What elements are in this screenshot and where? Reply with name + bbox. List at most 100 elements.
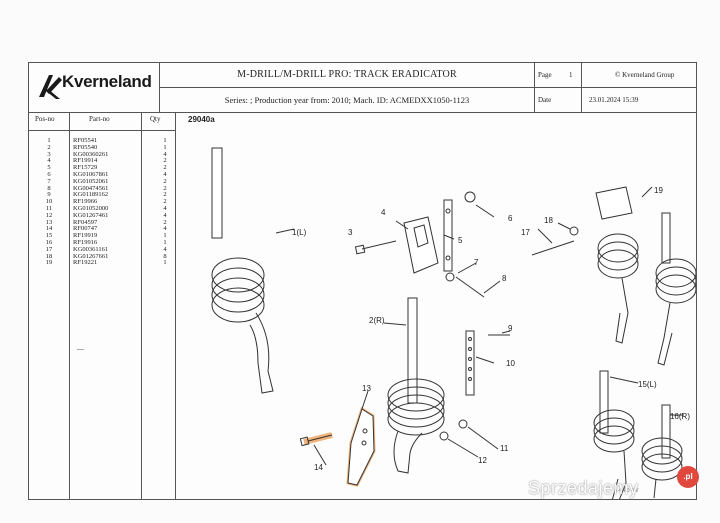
callout-8: 8	[502, 274, 507, 283]
row-pos: 15	[45, 232, 53, 240]
row-part: KG01267661	[73, 252, 109, 260]
row-pos: 14	[45, 225, 53, 233]
row-part: KG01267461	[73, 211, 109, 219]
callout-7: 7	[474, 258, 479, 267]
callout-10: 10	[506, 359, 515, 368]
tine-16-right	[641, 404, 683, 499]
row-part: KG01052000	[73, 205, 109, 212]
col-qty-header: Qty	[150, 115, 161, 123]
row-pos: 8	[47, 184, 51, 192]
row-qty: 4	[163, 205, 167, 212]
kverneland-mark-icon	[39, 75, 62, 99]
row-qty: 4	[163, 150, 167, 158]
row-pos: 18	[45, 252, 53, 260]
row-pos: 1	[47, 137, 51, 144]
row-pos: 5	[47, 164, 51, 172]
row-pos: 9	[47, 191, 51, 199]
row-part: RF00747	[73, 225, 98, 233]
row-qty: 1	[163, 259, 167, 267]
footer-code: A 4 4 0 4 V	[614, 488, 639, 494]
row-qty: 1	[163, 143, 167, 151]
figure-id: 29040a	[188, 115, 215, 124]
series-line: Series: ; Production year from: 2010; Ma…	[160, 88, 535, 112]
date-label: Date	[538, 96, 552, 104]
sheet-header: Kverneland M-DRILL/M-DRILL PRO: TRACK ER…	[29, 63, 696, 113]
tine-left	[211, 147, 274, 394]
watermark-text: Sprzedajemy	[528, 478, 639, 498]
col-pos-header: Pos-no	[35, 115, 55, 123]
row-pos: 19	[45, 259, 53, 267]
row-pos: 13	[45, 218, 53, 226]
callout-17: 17	[521, 228, 530, 237]
row-pos: 3	[47, 150, 51, 158]
row-qty: 4	[163, 225, 167, 233]
row-pos: 16	[45, 239, 53, 246]
callout-15: 15(L)	[638, 380, 657, 389]
row-qty: 8	[163, 252, 167, 260]
row-part: RF19221	[73, 259, 98, 267]
col-part-header: Part-no	[89, 115, 110, 123]
row-part: KG00360261	[73, 150, 109, 158]
copyright: © Kverneland Group	[615, 71, 675, 79]
row-pos: 6	[47, 171, 51, 178]
row-part: RF19916	[73, 239, 98, 246]
row-part: RF05540	[73, 143, 98, 151]
row-qty: 2	[163, 184, 167, 192]
callout-5: 5	[458, 236, 463, 245]
page-value: 1	[569, 71, 573, 79]
callout-9: 9	[508, 324, 513, 333]
row-part: RF15729	[73, 164, 98, 172]
row-part: RF05541	[73, 137, 98, 144]
row-qty: 4	[163, 211, 167, 219]
callout-19: 19	[654, 186, 663, 195]
brand-logo: Kverneland	[29, 63, 160, 112]
date-value: 23.01.2024 15:39	[589, 96, 639, 104]
exploded-drawing: 1(L) 2(R) 3 4 5 6 7 8 9 10 11 12 13 14 1…	[211, 147, 696, 499]
callout-18: 18	[544, 216, 553, 225]
row-qty: 2	[163, 157, 167, 165]
callout-14: 14	[314, 463, 323, 472]
page-label: Page	[538, 71, 552, 79]
row-pos: 11	[45, 205, 53, 212]
brand-name: Kverneland	[62, 72, 152, 91]
row-qty: 4	[163, 171, 167, 178]
row-pos: 7	[47, 177, 51, 185]
row-qty: 2	[163, 218, 167, 226]
row-part: KG01052061	[73, 177, 109, 185]
row-part: RF19914	[73, 157, 98, 165]
row-part: KG00474561	[73, 184, 109, 192]
tine-15-left	[593, 370, 635, 499]
watermark-badge: .pl	[677, 466, 699, 488]
callout-2: 2(R)	[369, 316, 385, 325]
callout-13: 13	[362, 384, 371, 393]
parts-sheet: Kverneland M-DRILL/M-DRILL PRO: TRACK ER…	[28, 62, 697, 500]
tine-right	[387, 297, 445, 474]
row-part: KG00361161	[73, 245, 109, 253]
row-part: KG01067861	[73, 171, 109, 178]
callout-6: 6	[508, 214, 513, 223]
dash-mark: —	[77, 345, 84, 353]
row-qty: 1	[163, 137, 167, 144]
callout-16: 16(R)	[670, 412, 690, 421]
callout-11: 11	[500, 444, 509, 453]
row-qty: 2	[163, 191, 167, 199]
row-pos: 4	[47, 157, 51, 165]
row-qty: 1	[163, 232, 167, 240]
callout-3: 3	[348, 228, 353, 237]
row-part: KG01189162	[73, 191, 109, 199]
row-pos: 17	[45, 245, 53, 253]
row-part: RF19966	[73, 198, 98, 206]
row-qty: 2	[163, 164, 167, 172]
callout-12: 12	[478, 456, 487, 465]
row-qty: 1	[163, 239, 167, 246]
row-qty: 2	[163, 177, 167, 185]
row-pos: 12	[45, 211, 53, 219]
row-part: RF04597	[73, 218, 98, 226]
callout-4: 4	[381, 208, 386, 217]
row-pos: 10	[45, 198, 53, 206]
callout-1: 1(L)	[292, 228, 307, 237]
row-pos: 2	[47, 143, 51, 151]
row-qty: 4	[163, 245, 167, 253]
tine-pair-assembly	[595, 186, 696, 366]
page-title: M-DRILL/M-DRILL PRO: TRACK ERADICATOR	[160, 63, 535, 88]
